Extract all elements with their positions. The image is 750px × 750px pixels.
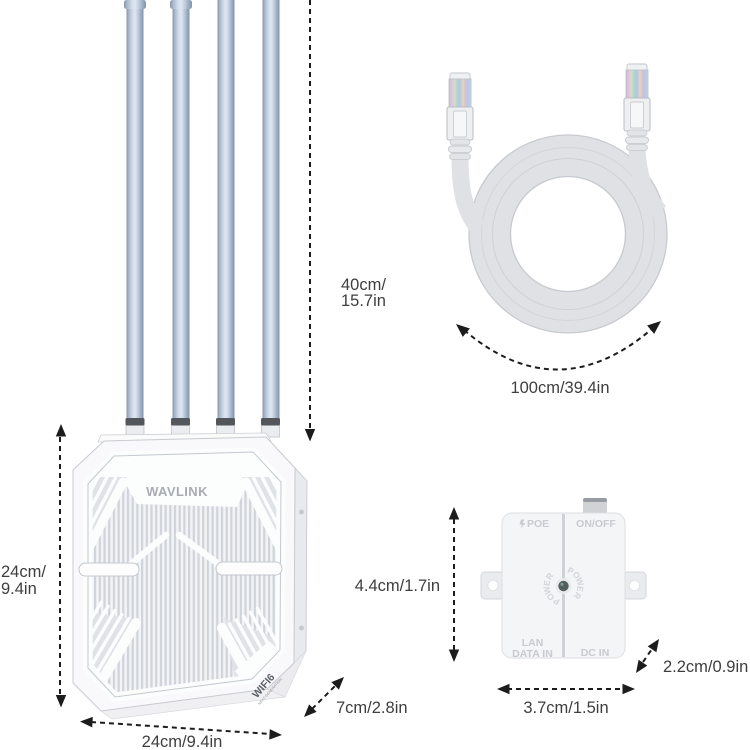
svg-text:100cm/39.4in: 100cm/39.4in [510,379,609,397]
svg-text:15.7in: 15.7in [341,292,386,310]
svg-text:W: W [574,576,586,587]
svg-text:O: O [571,569,583,581]
svg-text:2.2cm/0.9in: 2.2cm/0.9in [663,658,748,676]
svg-text:LAN: LAN [522,637,544,649]
svg-text:DATA IN: DATA IN [512,648,553,660]
svg-text:WAVLINK: WAVLINK [146,484,208,499]
svg-text:DC IN: DC IN [581,647,610,659]
svg-text:ON/OFF: ON/OFF [576,518,616,530]
svg-text:7cm/2.8in: 7cm/2.8in [336,699,408,717]
svg-text:E: E [575,585,586,593]
svg-text:P: P [566,565,576,577]
svg-text:R: R [544,571,556,582]
svg-text:24cm/9.4in: 24cm/9.4in [142,733,223,750]
svg-text:4.4cm/1.7in: 4.4cm/1.7in [355,577,440,595]
svg-text:3.7cm/1.5in: 3.7cm/1.5in [523,699,608,717]
svg-text:40cm/: 40cm/ [341,276,386,294]
svg-text:POE: POE [527,518,549,530]
svg-text:9.4in: 9.4in [1,580,37,598]
svg-text:R: R [572,590,584,601]
svg-text:24cm/: 24cm/ [1,563,46,581]
svg-text:E: E [541,579,552,587]
svg-text:O: O [544,591,556,603]
svg-text:W: W [541,584,553,595]
svg-text:P: P [551,596,561,608]
